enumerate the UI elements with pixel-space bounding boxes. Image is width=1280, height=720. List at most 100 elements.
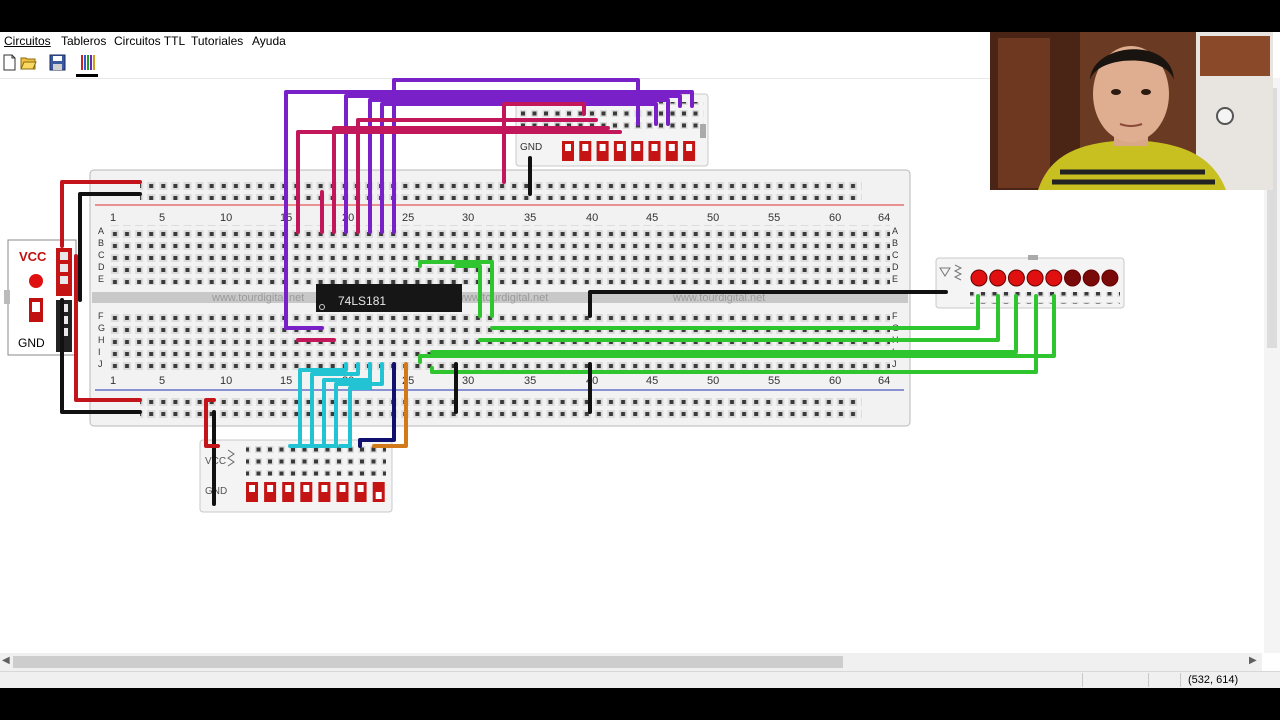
column-number: 10 [220,375,232,387]
navy-wire [358,362,396,448]
magenta-wire-6 [502,102,586,184]
row-label: A [98,226,104,236]
scroll-left-icon[interactable]: ◀ [2,655,10,666]
vertical-scroll-thumb[interactable] [1267,88,1277,348]
menu-tableros[interactable]: Tableros [61,34,107,48]
column-number: 15 [280,375,292,387]
circuit-canvas[interactable]: www.tourdigital.net www.tourdigital.net … [0,78,1262,653]
magenta-wire-3 [356,118,598,234]
save-disk-icon[interactable] [49,54,66,71]
chip-74ls181[interactable]: 74LS181 [316,284,462,312]
palette-bars-icon[interactable] [79,54,96,71]
power-rail-top[interactable] [140,178,862,200]
led [1101,269,1119,287]
open-folder-icon[interactable] [20,54,37,71]
row-label: I [98,347,101,357]
column-number: 45 [646,212,658,224]
wires [60,78,1056,506]
webcam-overlay [990,32,1273,190]
dip-switch-bank-top[interactable] [562,141,696,161]
top-module-gnd-label: GND [520,142,542,153]
column-number: 40 [586,212,598,224]
cyan-wire-5 [338,362,372,448]
cyan-wire-1 [288,362,348,448]
switch-module-top[interactable]: GND [515,93,709,167]
row-label: E [892,274,898,284]
column-number: 60 [829,212,841,224]
vertical-scrollbar[interactable] [1264,78,1280,653]
column-number: 35 [524,375,536,387]
column-number: 64 [878,212,890,224]
orange-wire [372,362,408,448]
scroll-right-icon[interactable]: ▶ [1249,655,1257,666]
active-tool-underline [76,74,98,77]
green-wire-2 [454,264,482,318]
status-bar: (532, 614) [0,671,1280,688]
row-label: G [98,323,105,333]
dip-switch-bank-bottom[interactable] [246,482,385,502]
menu-circuitos[interactable]: Circuitos [4,34,51,48]
cursor-coordinates: (532, 614) [1188,674,1239,686]
dip-switch-slider [668,144,675,151]
row-label: D [98,262,105,272]
vcc-wire-top [60,180,142,248]
purple-wire-3 [368,98,670,234]
row-label: E [98,274,104,284]
led [989,269,1007,287]
column-number: 1 [110,375,116,387]
dip-switch-slider [267,485,274,492]
row-label: B [892,238,898,248]
column-number: 55 [768,375,780,387]
chip-label: 74LS181 [338,294,386,308]
row-label: C [892,250,899,260]
column-number: 40 [586,375,598,387]
dip-switch-slider [375,492,382,499]
row-label: H [98,335,105,345]
green-wire-1 [418,260,494,318]
watermark-1: www.tourdigital.net [211,292,304,304]
gnd-wire-top [78,192,142,302]
breadboard[interactable]: www.tourdigital.net www.tourdigital.net … [89,169,911,427]
led [1007,269,1025,287]
power-led [29,274,43,288]
green-wire-5 [430,294,1018,354]
dip-switch-slider [599,144,606,151]
dip-switch-slider [686,144,693,151]
horizontal-scroll-thumb[interactable] [13,656,843,668]
watermark-3: www.tourdigital.net [672,292,765,304]
green-wire-7 [430,294,1038,374]
row-label: F [98,311,104,321]
dip-switch-slider [321,485,328,492]
terminal-strip-top[interactable] [110,225,890,285]
green-wire-4 [478,294,1000,342]
dip-switch-slider [249,485,255,492]
gnd-wire-bottom [60,298,142,414]
switch-module-bottom[interactable]: VCC GND [199,439,393,513]
center-channel [92,292,908,303]
menu-circuitos-ttl[interactable]: Circuitos TTL [114,34,186,48]
row-label: B [98,238,104,248]
gnd-label: GND [18,336,45,350]
horizontal-scrollbar[interactable]: ◀ ▶ [0,653,1262,671]
dip-switch-slider [565,144,571,151]
magenta-wire-2 [332,126,610,234]
bottom-module-gnd-label: GND [205,486,227,497]
menu-tutoriales[interactable]: Tutoriales [191,34,244,48]
dip-switch-slider [285,485,292,492]
power-module[interactable]: VCC GND [4,239,77,356]
power-rail-bottom[interactable] [140,396,862,418]
led-display-module[interactable] [935,255,1125,309]
menu-ayuda[interactable]: Ayuda [252,34,286,48]
new-file-icon[interactable] [1,54,18,71]
dip-switch-slider [634,144,641,151]
vcc-wire-bottom [74,254,142,402]
magenta-wire-1 [296,130,622,234]
column-number: 30 [462,212,474,224]
led [1045,269,1063,287]
column-number: 60 [829,375,841,387]
black-wire-1 [588,290,948,318]
purple-wire-2 [344,94,682,234]
red-wire-bottom [204,398,220,448]
column-number: 5 [159,212,165,224]
